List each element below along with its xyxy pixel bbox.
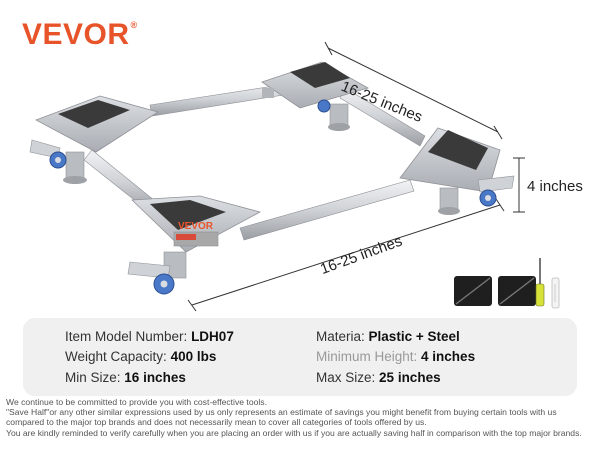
disclaimer-line: "Save Half"or any other similar expressi…	[6, 407, 557, 418]
spec-value: 25 inches	[379, 370, 441, 385]
brand-name: VEVOR	[22, 18, 130, 51]
spec-label: Max Size:	[316, 370, 376, 385]
disclaimer-line: You are kindly reminded to verify carefu…	[6, 427, 582, 438]
screwdriver-icon	[535, 258, 545, 307]
spec-value: 4 inches	[421, 349, 476, 364]
spec-value: 16 inches	[124, 370, 186, 385]
accessory-pads	[454, 276, 536, 306]
spec-label: Weight Capacity:	[65, 349, 167, 364]
trademark-symbol: ®	[130, 20, 138, 30]
corner-back-right	[261, 61, 370, 131]
spec-max-size: Max Size: 25 inches	[316, 370, 441, 385]
spec-material: Materia: Plastic + Steel	[316, 329, 460, 344]
brand-logo: VEVOR®	[22, 18, 138, 52]
spec-value: Plastic + Steel	[368, 329, 460, 344]
spec-label: Min Size:	[65, 370, 121, 385]
dimension-height-label: 4 inches	[527, 178, 583, 195]
corner-front-left: VEVOR	[127, 195, 262, 295]
spec-min-size: Min Size: 16 inches	[65, 370, 186, 385]
wrench-icon	[551, 277, 560, 309]
disclaimer-line: compared to the major top brands and doe…	[6, 417, 427, 428]
spec-capacity: Weight Capacity: 400 lbs	[65, 349, 216, 364]
corner-front-right	[399, 127, 515, 215]
spec-value: 400 lbs	[170, 349, 217, 364]
spec-label: Item Model Number:	[65, 329, 188, 344]
product-illustration: VEVOR	[29, 41, 560, 312]
spec-model: Item Model Number: LDH07	[65, 329, 234, 344]
spec-label: Materia:	[316, 329, 365, 344]
spec-panel: Item Model Number: LDH07 Weight Capacity…	[23, 318, 577, 396]
disclaimer-line: We continue to be committed to provide y…	[6, 397, 267, 407]
disclaimer: We continue to be committed to provide y…	[6, 397, 598, 438]
plate-logo: VEVOR	[178, 221, 214, 232]
spec-label: Minimum Height:	[316, 349, 418, 364]
corner-back-left	[29, 95, 159, 184]
spec-value: LDH07	[191, 329, 234, 344]
spec-min-height: Minimum Height: 4 inches	[316, 349, 475, 364]
dimension-lines	[187, 41, 525, 312]
